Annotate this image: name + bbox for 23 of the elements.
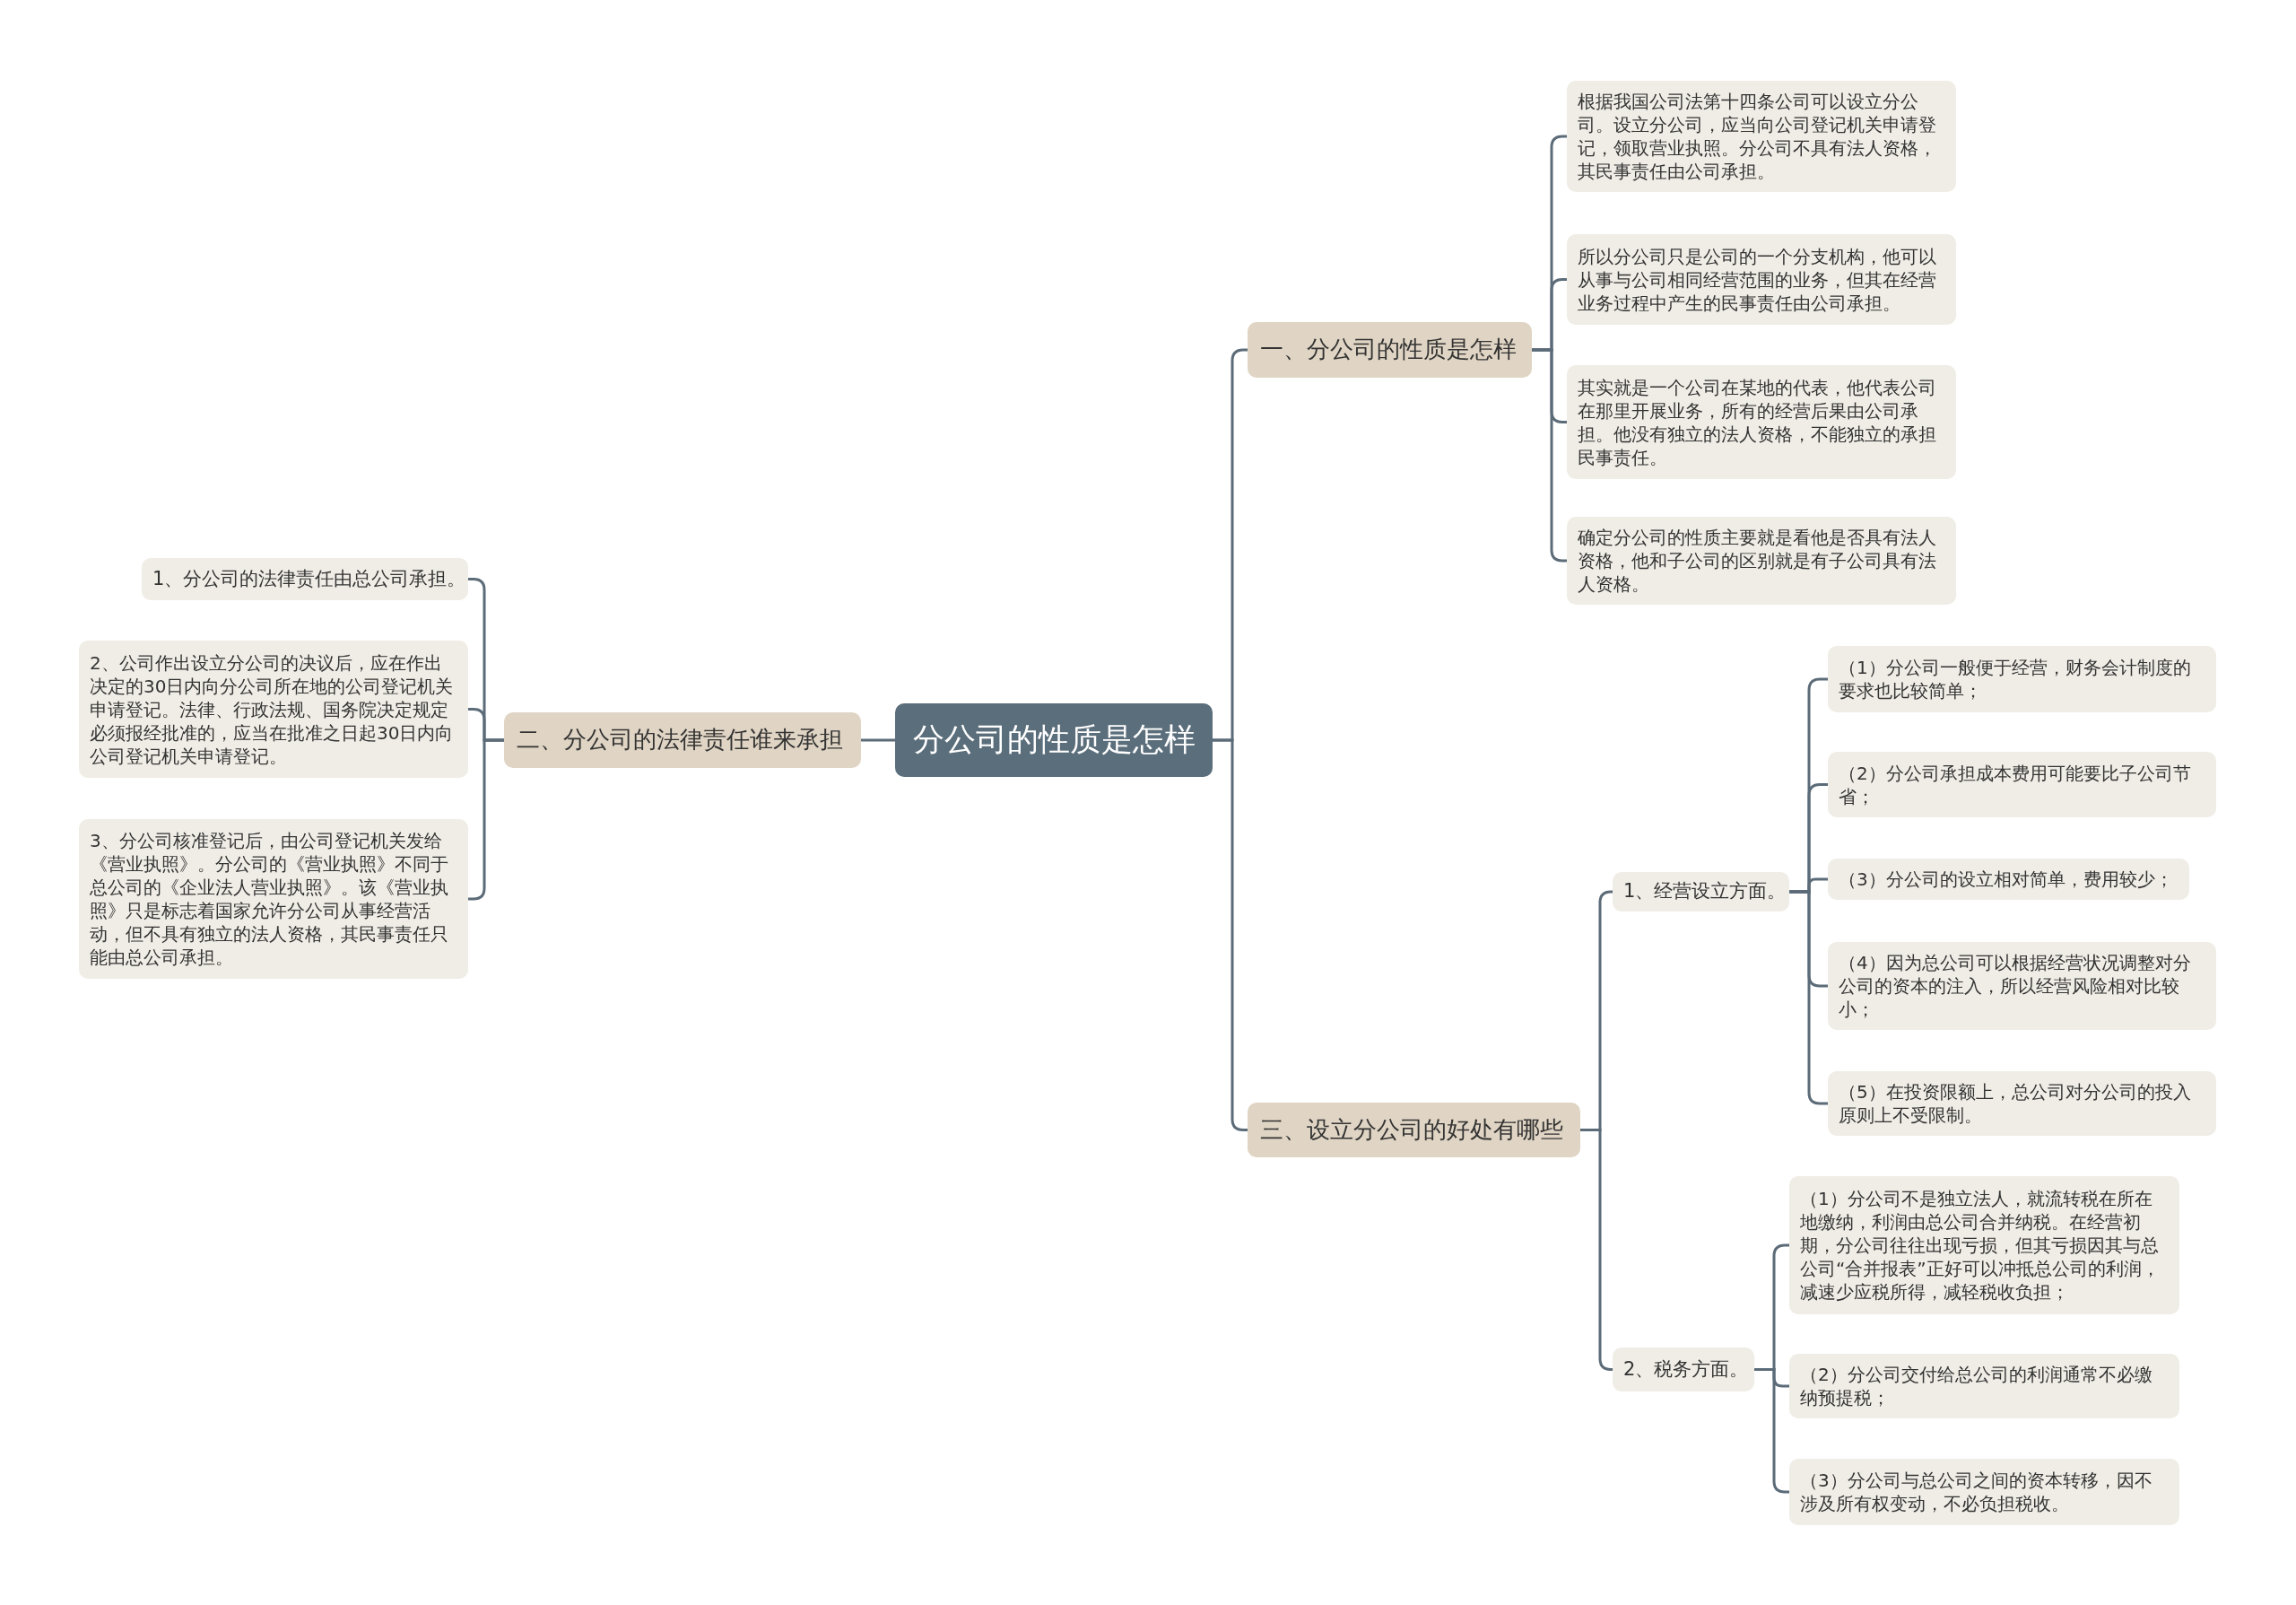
connector-line xyxy=(861,738,895,742)
text-card: 2、公司作出设立分公司的决议后，应在作出决定的30日内向分公司所在地的公司登记机关申请登记。法律、行政法规、国务院决定规定必须报经批准的，应当在批准之日起30日内向公司登记机关申请登记。 xyxy=(79,641,468,778)
text-card: 所以分公司只是公司的一个分支机构，他可以从事与公司相同经营范围的业务，但其在经营业务过程中产生的民事责任由公司承担。 xyxy=(1567,234,1956,325)
text-card: 3、分公司核准登记后，由公司登记机关发给《营业执照》。分公司的《营业执照》不同于总公司的《企业法人营业执照》。该《营业执照》只是标志着国家允许分公司从事经营活动，但不具有独立的法人资格，其民事责任只能由总公司承担。 xyxy=(79,819,468,979)
central-topic-box: 分公司的性质是怎样 xyxy=(895,703,1213,777)
text-card: （1）分公司不是独立法人，就流转税在所在地缴纳，利润由总公司合并纳税。在经营初期，分公司往往出现亏损，但其亏损因其与总公司“合并报表”正好可以冲抵总公司的利润，减速少应税所得，减轻税收负担； xyxy=(1789,1176,2179,1314)
text-card: （2）分公司交付给总公司的利润通常不必缴纳预提税； xyxy=(1789,1354,2179,1418)
text-card: （3）分公司的设立相对简单，费用较少； xyxy=(1828,859,2189,900)
connector-line xyxy=(1789,890,1828,1105)
text-card: （2）分公司承担成本费用可能要比子公司节省； xyxy=(1828,752,2216,817)
subtopic-box: 2、税务方面。 xyxy=(1613,1348,1754,1391)
subtopic-box: 1、经营设立方面。 xyxy=(1613,872,1789,912)
topic-box: 二、分公司的法律责任谁来承担 xyxy=(504,712,861,768)
text-card: （5）在投资限额上，总公司对分公司的投入原则上不受限制。 xyxy=(1828,1071,2216,1136)
topic-box: 三、设立分公司的好处有哪些 xyxy=(1248,1103,1580,1157)
text-card: 根据我国公司法第十四条公司可以设立分公司。设立分公司，应当向公司登记机关申请登记，领取营业执照。分公司不具有法人资格，其民事责任由公司承担。 xyxy=(1567,81,1956,192)
text-card: （1）分公司一般便于经营，财务会计制度的要求也比较简单； xyxy=(1828,646,2216,712)
text-card: （4）因为总公司可以根据经营状况调整对分公司的资本的注入，所以经营风险相对比较小； xyxy=(1828,942,2216,1030)
topic-box: 一、分公司的性质是怎样 xyxy=(1248,322,1532,378)
text-card: 其实就是一个公司在某地的代表，他代表公司在那里开展业务，所有的经营后果由公司承担。他没有独立的法人资格，不能独立的承担民事责任。 xyxy=(1567,365,1956,479)
subtopic-box: 1、分公司的法律责任由总公司承担。 xyxy=(142,558,468,600)
text-card: （3）分公司与总公司之间的资本转移，因不涉及所有权变动，不必负担税收。 xyxy=(1789,1459,2179,1525)
text-card: 确定分公司的性质主要就是看他是否具有法人资格，他和子公司的区别就是有子公司具有法人资格。 xyxy=(1567,517,1956,605)
